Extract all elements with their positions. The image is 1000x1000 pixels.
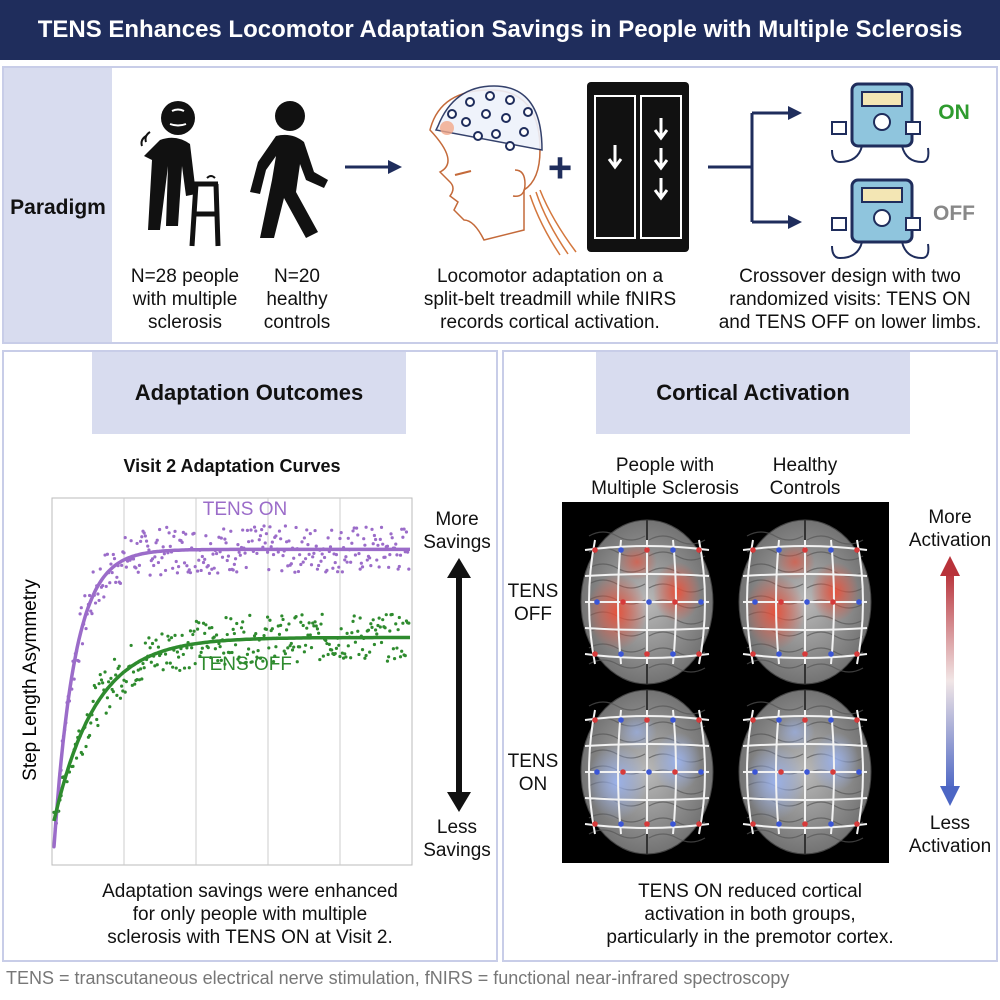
cortical-panel: [502, 350, 998, 962]
paradigm-label: Paradigm: [10, 196, 106, 219]
on-label: ON: [938, 101, 970, 124]
footnote: TENS = transcutaneous electrical nerve s…: [6, 968, 790, 988]
paradigm-label-box: [4, 68, 112, 342]
chart-title: Visit 2 Adaptation Curves: [123, 456, 341, 476]
cortical-header: Cortical Activation: [596, 352, 910, 434]
off-label: OFF: [933, 202, 975, 225]
adaptation-panel: [2, 350, 498, 962]
page-title: TENS Enhances Locomotor Adaptation Savin…: [0, 0, 1000, 60]
adaptation-header: Adaptation Outcomes: [92, 352, 406, 434]
